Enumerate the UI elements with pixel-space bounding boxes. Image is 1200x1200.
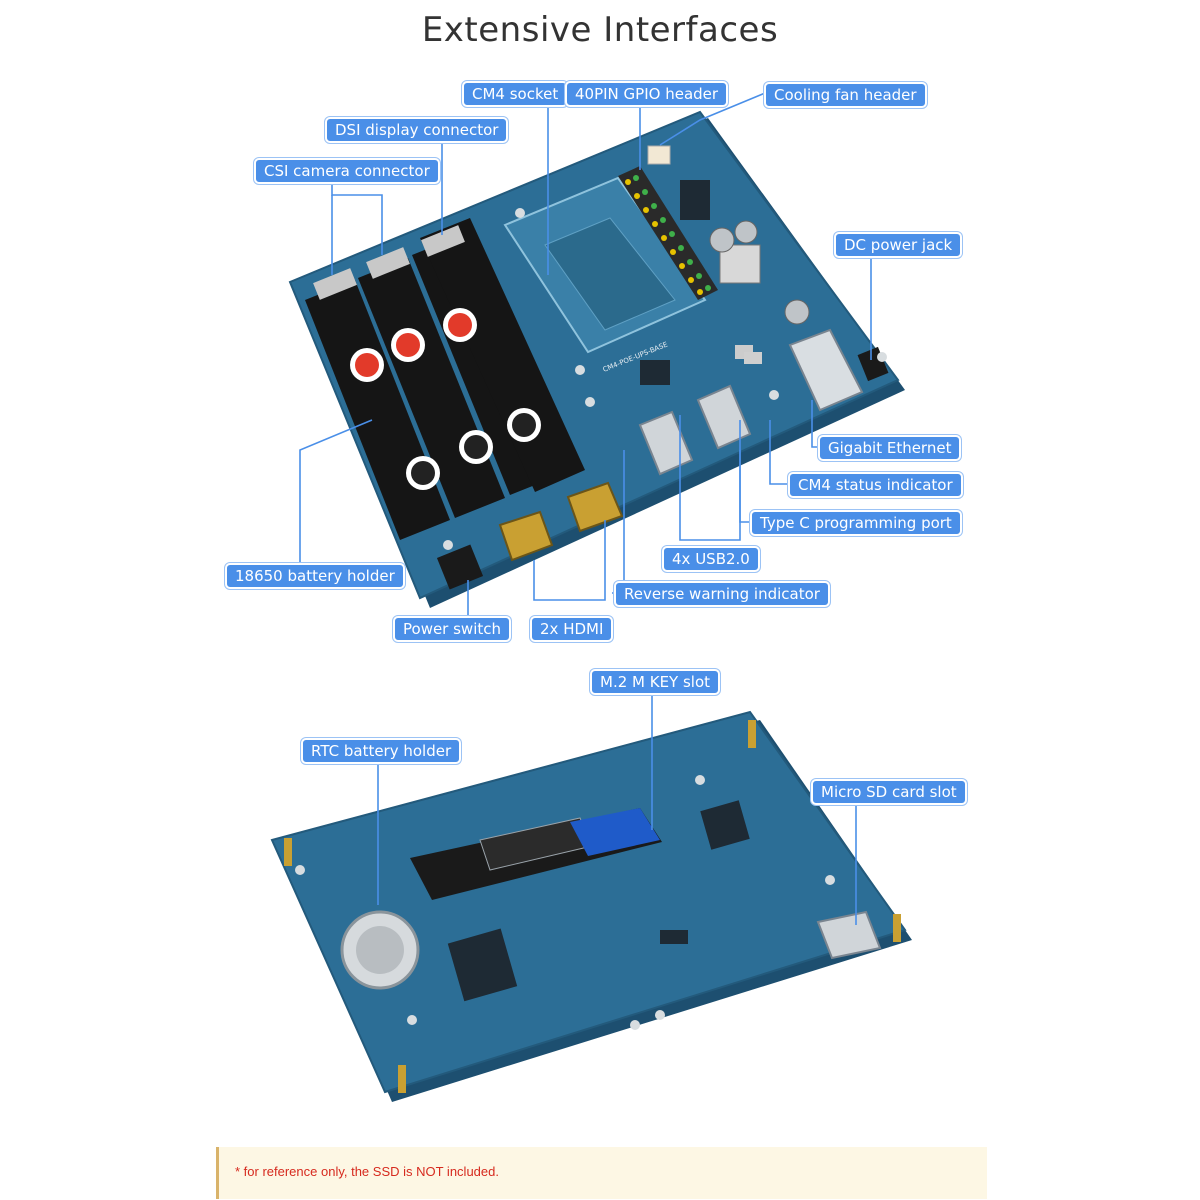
usb-port <box>696 384 752 450</box>
label-cooling-fan-header: Cooling fan header <box>764 82 927 108</box>
label-m2-m-key-slot: M.2 M KEY slot <box>590 669 721 695</box>
label-dc-power-jack: DC power jack <box>834 232 963 258</box>
label-power-switch: Power switch <box>393 616 512 642</box>
label-dsi-display-connector: DSI display connector <box>325 117 509 143</box>
ethernet-port <box>788 328 864 412</box>
m2-ssd <box>410 808 662 900</box>
power-switch-part <box>436 544 484 590</box>
top-board: CM4-POE-UPS-BASE <box>288 110 905 608</box>
label-reverse-warning-indicator: Reverse warning indicator <box>614 581 830 607</box>
battery-holder <box>305 218 585 540</box>
hdmi-port <box>566 481 624 533</box>
label-type-c-programming-port: Type C programming port <box>750 510 962 536</box>
disclaimer-text: * for reference only, the SSD is NOT inc… <box>235 1164 499 1179</box>
label-cm4-socket: CM4 socket <box>462 81 569 107</box>
label-hdmi: 2x HDMI <box>530 616 614 642</box>
label-micro-sd-card-slot: Micro SD card slot <box>811 779 967 805</box>
sd-slot <box>816 910 882 960</box>
label-usb: 4x USB2.0 <box>662 546 760 572</box>
label-gigabit-ethernet: Gigabit Ethernet <box>818 435 962 461</box>
leader-lines <box>299 92 872 925</box>
page-title: Extensive Interfaces <box>421 10 779 50</box>
label-gpio-header: 40PIN GPIO header <box>565 81 729 107</box>
label-18650-battery-holder: 18650 battery holder <box>225 563 405 589</box>
hdmi-port <box>498 510 554 562</box>
bottom-board <box>270 710 912 1102</box>
usb-port <box>638 410 694 476</box>
fan-header <box>647 145 671 165</box>
label-csi-camera-connector: CSI camera connector <box>254 158 440 184</box>
gpio-header-pins <box>618 166 718 300</box>
label-rtc-battery-holder: RTC battery holder <box>301 738 462 764</box>
label-cm4-status-indicator: CM4 status indicator <box>788 472 963 498</box>
disclaimer-note: * for reference only, the SSD is NOT inc… <box>216 1147 987 1199</box>
